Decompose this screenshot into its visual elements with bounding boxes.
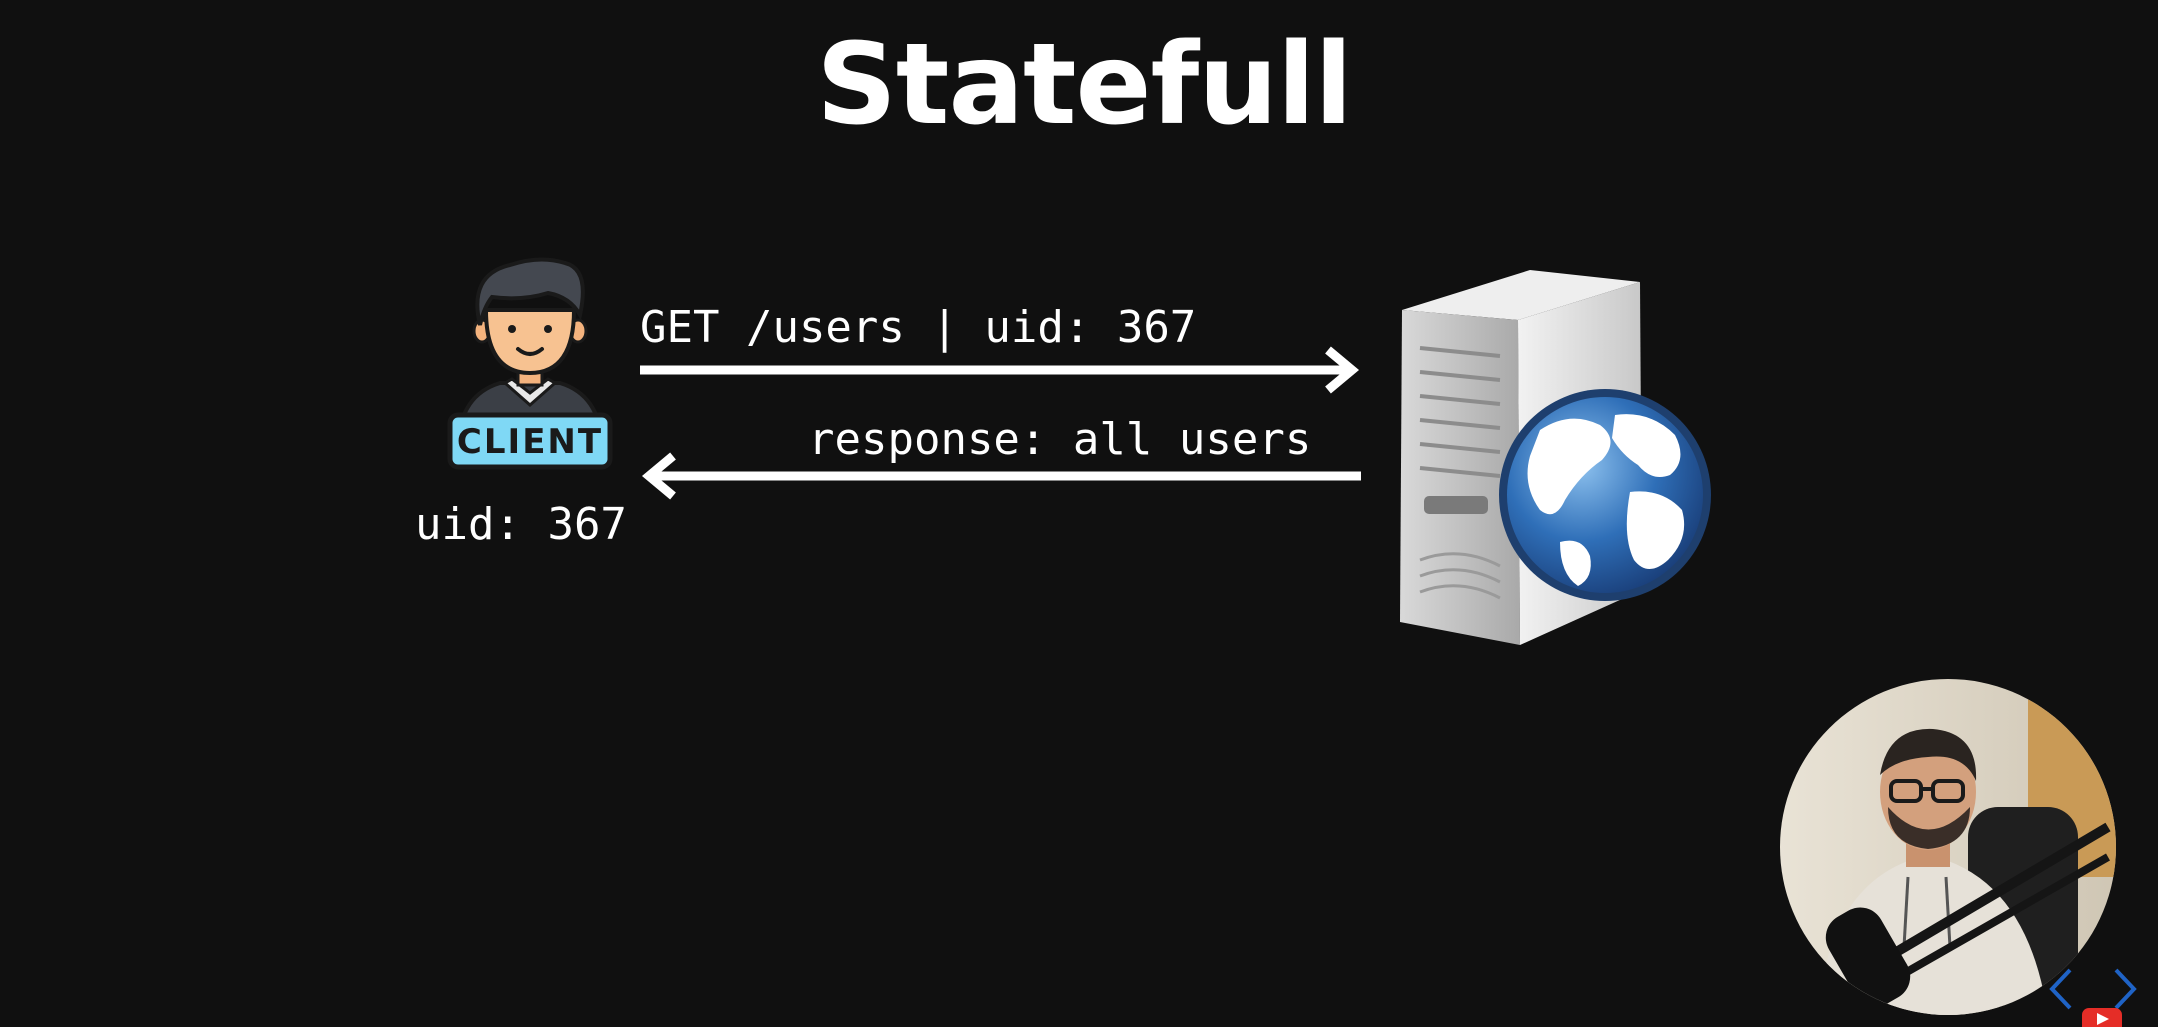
client-person-icon: CLIENT — [447, 257, 613, 470]
slide-title: Statefull — [816, 20, 1353, 150]
client-badge-text: CLIENT — [457, 422, 603, 462]
arrow-right-icon — [640, 346, 1360, 394]
chevron-right-icon[interactable] — [2112, 966, 2138, 1012]
request-label: GET /users | uid: 367 — [640, 302, 1197, 353]
presenter-webcam — [1780, 679, 2116, 1015]
chevron-left-icon[interactable] — [2048, 966, 2074, 1012]
web-server-icon — [1400, 270, 1711, 645]
arrow-left-icon — [641, 452, 1361, 500]
response-label: response: all users — [808, 414, 1312, 465]
client-uid-label: uid: 367 — [415, 499, 627, 550]
youtube-icon[interactable] — [2082, 1008, 2122, 1027]
globe-icon — [1499, 389, 1711, 601]
